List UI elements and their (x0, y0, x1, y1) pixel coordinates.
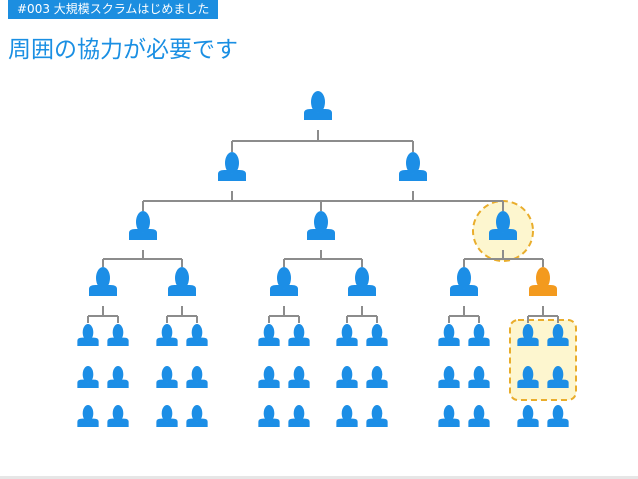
person-icon-member (288, 324, 310, 347)
person-icon-member (107, 366, 129, 389)
person-icon-member (186, 366, 208, 389)
person-icon-member (258, 405, 280, 428)
person-icon-member (468, 366, 490, 389)
person-icon-member (547, 324, 569, 347)
person-icon-member (547, 366, 569, 389)
person-icon-level2 (307, 211, 335, 240)
person-icon-member (438, 405, 460, 428)
page-title: 周囲の協力が必要です (8, 37, 238, 63)
person-icon-member (107, 405, 129, 428)
person-icon-member (77, 324, 99, 347)
person-icon-member (336, 366, 358, 389)
person-icon-level3 (270, 267, 298, 296)
person-icon-member (258, 366, 280, 389)
person-icon-member (336, 324, 358, 347)
person-icon-level1 (218, 152, 246, 181)
person-icon-member (438, 366, 460, 389)
person-icon-level2 (489, 211, 517, 240)
person-icon-member (288, 366, 310, 389)
person-icon-highlighted (529, 267, 557, 296)
person-icon-member (517, 366, 539, 389)
person-icon-member (336, 405, 358, 428)
series-tag: #003 大規模スクラムはじめました (8, 0, 219, 19)
person-icon-member (156, 405, 178, 428)
person-icon-level3 (168, 267, 196, 296)
person-icon-member (156, 366, 178, 389)
person-icon-level3 (89, 267, 117, 296)
person-icon-member (107, 324, 129, 347)
person-icon-member (366, 405, 388, 428)
person-icon-member (77, 366, 99, 389)
person-icon-level1 (399, 152, 427, 181)
person-icon-member (258, 324, 280, 347)
person-icon-member (366, 366, 388, 389)
person-icon-member (186, 324, 208, 347)
person-icon-member (366, 324, 388, 347)
person-icon-level2 (129, 211, 157, 240)
person-icon-member (517, 324, 539, 347)
person-icon-member (186, 405, 208, 428)
person-icon-member (438, 324, 460, 347)
person-icon-member (468, 405, 490, 428)
person-icon-member (77, 405, 99, 428)
person-icon-level3 (348, 267, 376, 296)
person-icon-member (517, 405, 539, 428)
person-icon-member (468, 324, 490, 347)
person-icon-root (304, 91, 332, 120)
person-icon-member (288, 405, 310, 428)
person-icon-member (156, 324, 178, 347)
footer-divider (0, 476, 638, 479)
person-icon-level3 (450, 267, 478, 296)
person-icon-member (547, 405, 569, 428)
